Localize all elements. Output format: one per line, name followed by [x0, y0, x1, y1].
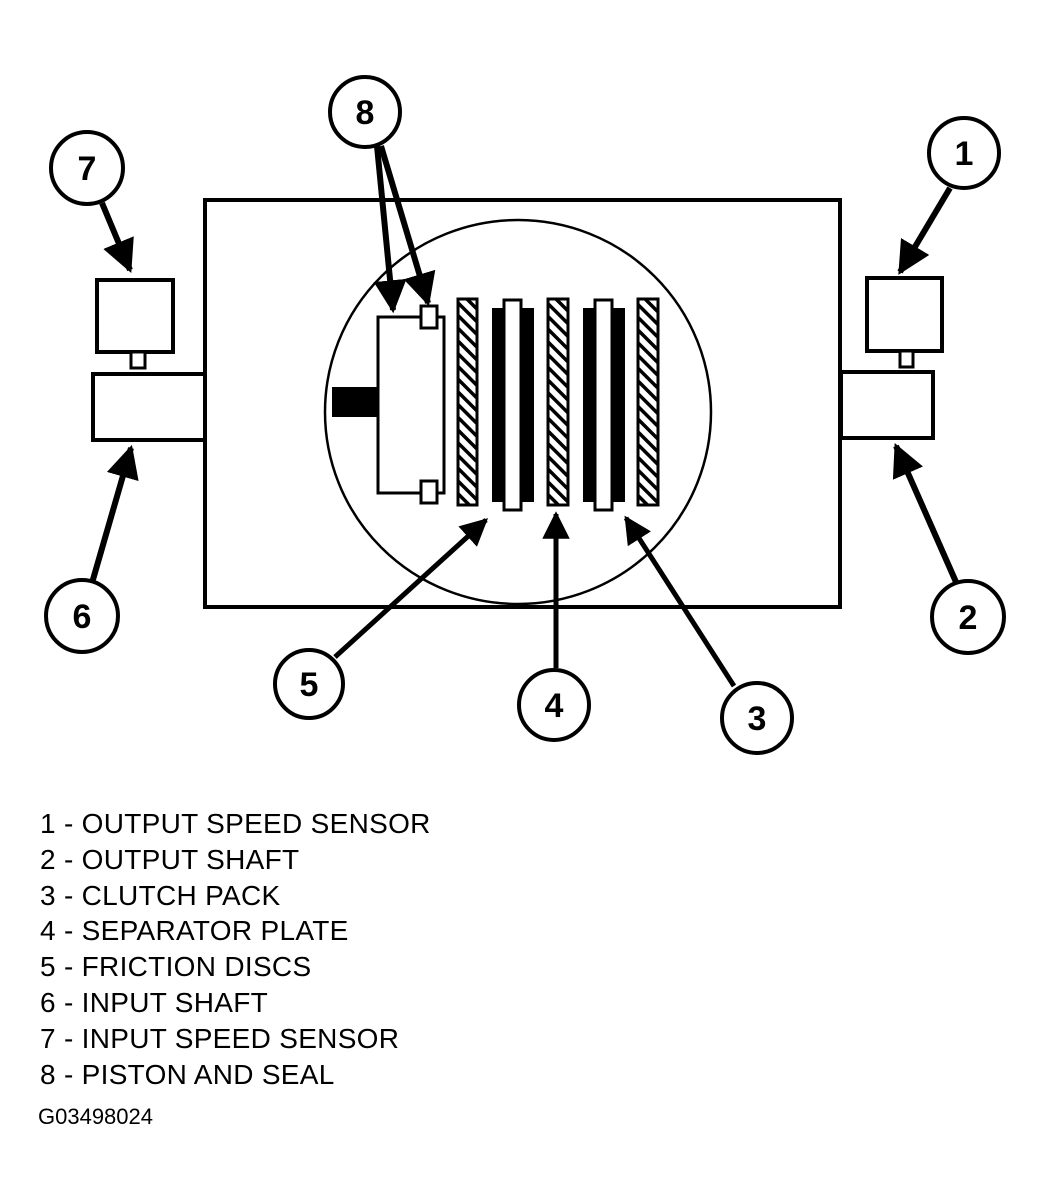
callout-3: 3: [720, 681, 794, 755]
leader-arrows: [89, 145, 959, 688]
separator-plate: [636, 297, 660, 507]
legend: 1 - OUTPUT SPEED SENSOR 2 - OUTPUT SHAFT…: [40, 806, 431, 1092]
arrow-1: [897, 186, 953, 275]
separator-plate: [546, 297, 570, 507]
piston: [376, 315, 446, 495]
legend-item: 3 - CLUTCH PACK: [40, 879, 281, 911]
arrow-7: [99, 201, 134, 274]
arrow-5: [333, 518, 489, 659]
figure-id: G03498024: [38, 1104, 153, 1129]
callout-number: 3: [748, 700, 767, 738]
clutch-plate: [593, 298, 614, 512]
legend-item: 1 - OUTPUT SPEED SENSOR: [40, 808, 431, 839]
legend-item: 8 - PISTON AND SEAL: [40, 1058, 335, 1090]
callout-4: 4: [517, 668, 591, 742]
arrow-8a: [373, 145, 407, 314]
arrow-2: [892, 442, 959, 584]
legend-item: 5 - FRICTION DISCS: [40, 951, 312, 983]
callout-number: 8: [356, 94, 375, 132]
callout-number: 2: [959, 599, 978, 637]
output-shaft: [839, 370, 935, 440]
arrow-6: [89, 444, 139, 584]
callout-number: 7: [78, 150, 97, 188]
legend-item: 4 - SEPARATOR PLATE: [40, 915, 349, 947]
callout-8: 8: [328, 75, 402, 149]
piston-rod: [332, 387, 380, 417]
detail-circle: [323, 218, 713, 606]
callout-number: 6: [73, 598, 92, 636]
arrow-8b: [378, 145, 436, 307]
input-speed-sensor: [95, 278, 175, 354]
legend-item: 6 - INPUT SHAFT: [40, 986, 269, 1018]
seal-top: [419, 304, 439, 330]
output-speed-sensor: [865, 276, 944, 353]
callout-1: 1: [927, 116, 1001, 190]
input-shaft: [91, 372, 207, 442]
seal-bottom: [419, 479, 439, 505]
callout-5: 5: [273, 648, 345, 720]
input-speed-sensor-stem: [129, 350, 147, 370]
output-speed-sensor-stem: [898, 349, 915, 369]
callout-number: 1: [955, 135, 974, 173]
callout-6: 6: [44, 578, 120, 654]
separator-plate: [456, 297, 479, 507]
callout-2: 2: [930, 579, 1006, 655]
arrow-3: [623, 515, 737, 688]
clutch-plate: [502, 298, 523, 512]
callout-7: 7: [49, 130, 125, 206]
callout-number: 5: [300, 666, 319, 704]
legend-item: 7 - INPUT SPEED SENSOR: [40, 1022, 400, 1054]
callout-number: 4: [545, 687, 564, 725]
legend-item: 2 - OUTPUT SHAFT: [40, 843, 300, 875]
